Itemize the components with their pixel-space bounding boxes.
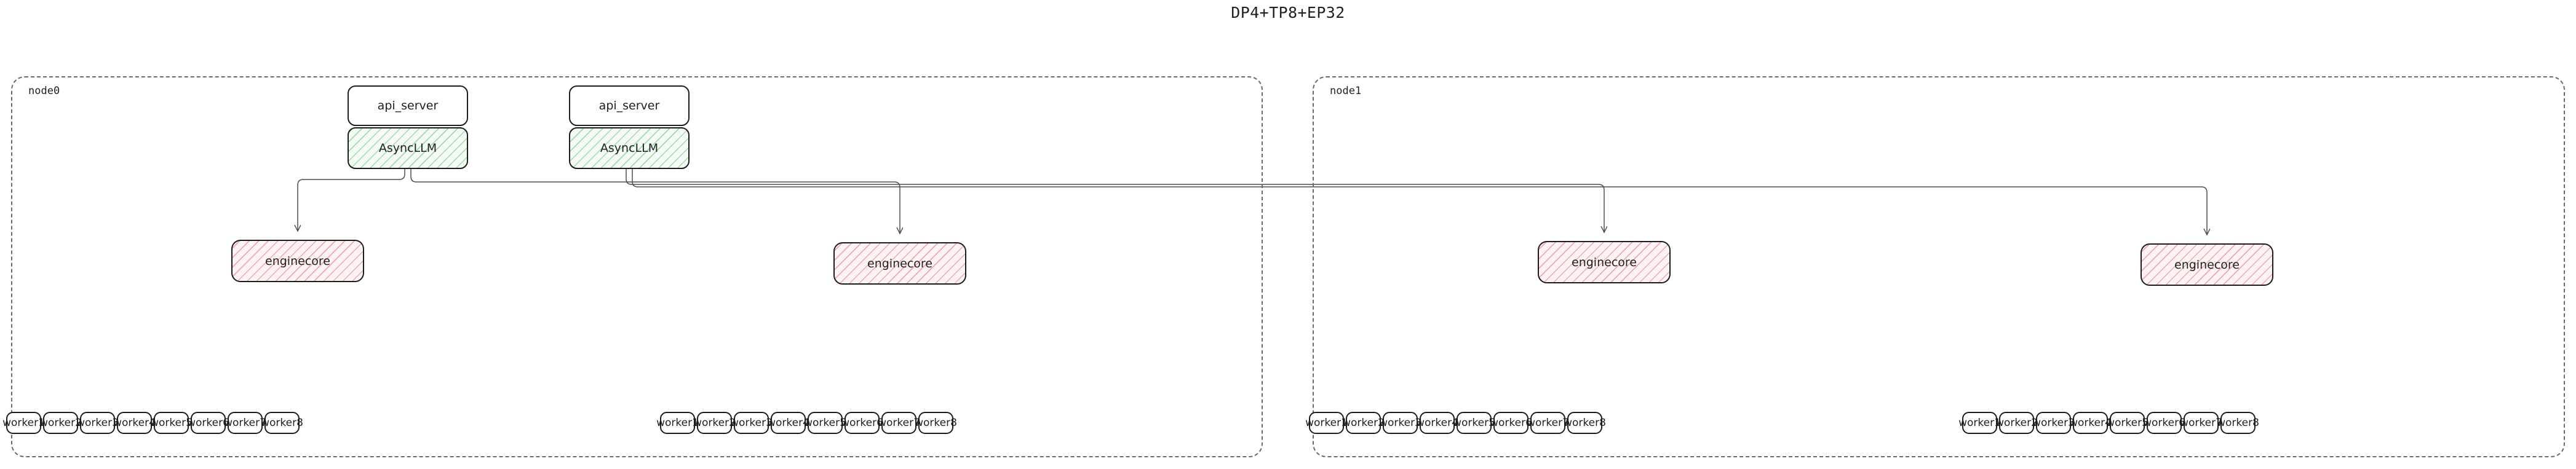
enginecore-2-label: enginecore <box>1572 255 1637 269</box>
node-cluster-node0: node0 <box>11 76 1263 457</box>
worker-group-0-worker-4-label: worker4 <box>113 417 156 429</box>
worker-group-2-worker-5[interactable]: worker5 <box>1453 412 1495 434</box>
worker-group-2-worker-2[interactable]: worker2 <box>1342 412 1385 434</box>
worker-group-3-worker-2[interactable]: worker2 <box>1995 412 2038 434</box>
worker-group-1-worker-4[interactable]: worker4 <box>767 412 809 434</box>
enginecore-0-label: enginecore <box>265 254 330 268</box>
worker-group-1-worker-7[interactable]: worker7 <box>878 412 920 434</box>
worker-group-3-worker-1[interactable]: worker1 <box>1958 412 2001 434</box>
worker-group-2-worker-1-label: worker1 <box>1305 417 1348 429</box>
worker-group-0-worker-5-label: worker5 <box>150 417 193 429</box>
worker-group-3-worker-5[interactable]: worker5 <box>2106 412 2149 434</box>
worker-group-0-worker-3[interactable]: worker3 <box>76 412 119 434</box>
worker-group-3-worker-7[interactable]: worker7 <box>2180 412 2222 434</box>
node-cluster-node1: node1 <box>1313 76 2565 457</box>
api-server-1[interactable]: api_server <box>569 85 690 126</box>
worker-group-3-worker-1-label: worker1 <box>1958 417 2001 429</box>
worker-group-1-worker-4-label: worker4 <box>767 417 809 429</box>
worker-group-2-worker-7-label: worker7 <box>1527 417 1569 429</box>
worker-group-1-worker-8[interactable]: worker8 <box>915 412 957 434</box>
worker-group-3-worker-7-label: worker7 <box>2180 417 2222 429</box>
worker-group-2-worker-4-label: worker4 <box>1416 417 1458 429</box>
worker-group-0-worker-1[interactable]: worker1 <box>2 412 45 434</box>
worker-group-1-worker-3-label: worker3 <box>730 417 773 429</box>
worker-group-0-worker-6[interactable]: worker6 <box>187 412 229 434</box>
worker-group-2-worker-3[interactable]: worker3 <box>1379 412 1421 434</box>
api-server-0-label: api_server <box>377 99 439 112</box>
worker-group-3-worker-5-label: worker5 <box>2106 417 2149 429</box>
node-cluster-label-node1: node1 <box>1330 85 1362 97</box>
worker-group-0-worker-4[interactable]: worker4 <box>113 412 156 434</box>
worker-group-1-worker-2-label: worker2 <box>693 417 736 429</box>
worker-group-0-worker-2-label: worker2 <box>39 417 82 429</box>
enginecore-1-label: enginecore <box>867 256 932 270</box>
worker-group-1-worker-1[interactable]: worker1 <box>656 412 699 434</box>
worker-group-3-worker-8-label: worker8 <box>2217 417 2259 429</box>
worker-group-1-worker-1-label: worker1 <box>656 417 699 429</box>
worker-group-0-worker-2[interactable]: worker2 <box>39 412 82 434</box>
asyncllm-1[interactable]: AsyncLLM <box>569 127 690 169</box>
worker-group-3-worker-4-label: worker4 <box>2069 417 2112 429</box>
asyncllm-0[interactable]: AsyncLLM <box>348 127 468 169</box>
worker-group-1-worker-2[interactable]: worker2 <box>693 412 736 434</box>
worker-group-0-worker-8-label: worker8 <box>261 417 303 429</box>
worker-group-3-worker-2-label: worker2 <box>1995 417 2038 429</box>
enginecore-3[interactable]: enginecore <box>2141 243 2273 286</box>
worker-group-2-worker-6[interactable]: worker6 <box>1490 412 1532 434</box>
node-cluster-label-node0: node0 <box>28 85 60 97</box>
worker-group-1-worker-8-label: worker8 <box>915 417 957 429</box>
enginecore-2[interactable]: enginecore <box>1538 241 1671 283</box>
worker-group-1-worker-6[interactable]: worker6 <box>841 412 883 434</box>
asyncllm-0-label: AsyncLLM <box>378 141 437 155</box>
enginecore-0[interactable]: enginecore <box>231 240 364 282</box>
worker-group-2-worker-3-label: worker3 <box>1379 417 1421 429</box>
asyncllm-1-label: AsyncLLM <box>600 141 659 155</box>
page-title: DP4+TP8+EP32 <box>1231 4 1345 22</box>
worker-group-0-worker-3-label: worker3 <box>76 417 119 429</box>
worker-group-0-worker-7[interactable]: worker7 <box>224 412 266 434</box>
worker-group-1-worker-6-label: worker6 <box>841 417 883 429</box>
worker-group-2-worker-8-label: worker8 <box>1564 417 1606 429</box>
worker-group-1-worker-3[interactable]: worker3 <box>730 412 773 434</box>
worker-group-2-worker-7[interactable]: worker7 <box>1527 412 1569 434</box>
worker-group-1-worker-5[interactable]: worker5 <box>804 412 846 434</box>
worker-group-3-worker-3-label: worker3 <box>2032 417 2075 429</box>
worker-group-0-worker-7-label: worker7 <box>224 417 266 429</box>
worker-group-0-worker-8[interactable]: worker8 <box>261 412 303 434</box>
worker-group-3-worker-8[interactable]: worker8 <box>2217 412 2259 434</box>
worker-group-3-worker-6-label: worker6 <box>2143 417 2185 429</box>
worker-group-2-worker-8[interactable]: worker8 <box>1564 412 1606 434</box>
api-server-0[interactable]: api_server <box>348 85 468 126</box>
worker-group-2-worker-1[interactable]: worker1 <box>1305 412 1348 434</box>
enginecore-1[interactable]: enginecore <box>833 242 966 285</box>
worker-group-3-worker-3[interactable]: worker3 <box>2032 412 2075 434</box>
enginecore-3-label: enginecore <box>2174 258 2240 272</box>
worker-group-1-worker-7-label: worker7 <box>878 417 920 429</box>
worker-group-2-worker-5-label: worker5 <box>1453 417 1495 429</box>
worker-group-3-worker-6[interactable]: worker6 <box>2143 412 2185 434</box>
worker-group-0-worker-1-label: worker1 <box>2 417 45 429</box>
worker-group-1-worker-5-label: worker5 <box>804 417 846 429</box>
worker-group-0-worker-5[interactable]: worker5 <box>150 412 193 434</box>
worker-group-3-worker-4[interactable]: worker4 <box>2069 412 2112 434</box>
worker-group-0-worker-6-label: worker6 <box>187 417 229 429</box>
api-server-1-label: api_server <box>598 99 660 112</box>
worker-group-2-worker-2-label: worker2 <box>1342 417 1385 429</box>
worker-group-2-worker-4[interactable]: worker4 <box>1416 412 1458 434</box>
worker-group-2-worker-6-label: worker6 <box>1490 417 1532 429</box>
